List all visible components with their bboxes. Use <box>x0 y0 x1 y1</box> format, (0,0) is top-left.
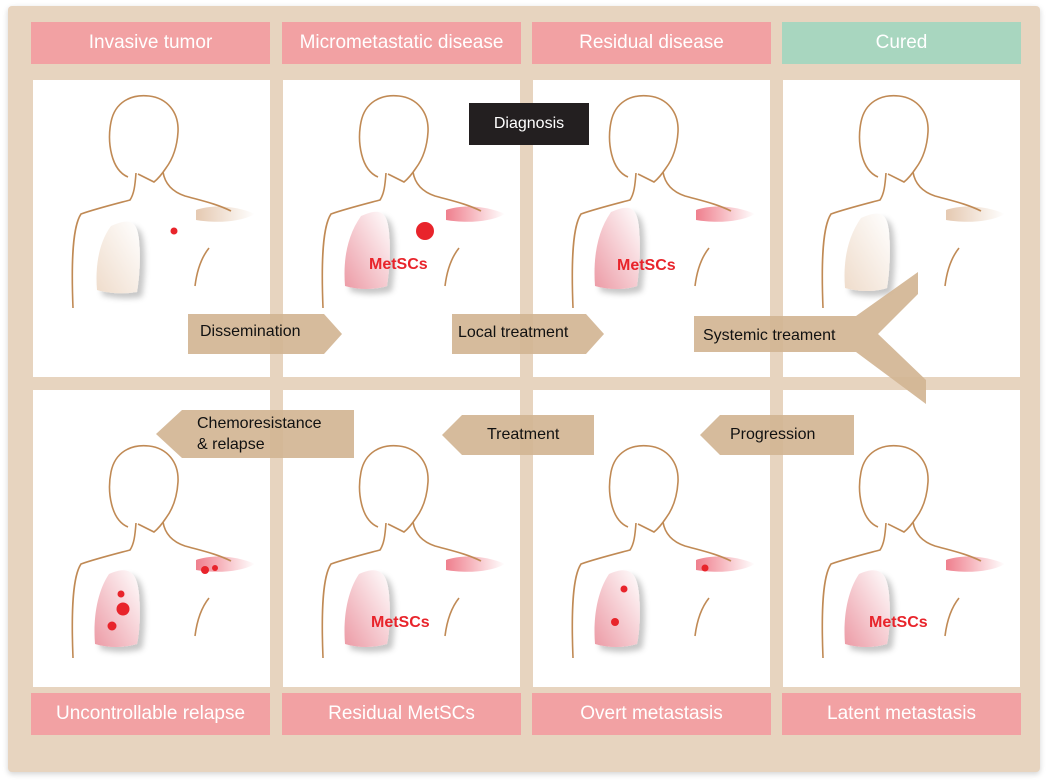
chemoresistance-label-line2: & relapse <box>197 436 265 453</box>
local-treatment-label: Local treatment <box>458 324 569 341</box>
bone <box>696 206 755 222</box>
stage-label-cured: Cured <box>782 22 1021 64</box>
body-figure <box>821 94 1005 309</box>
primary-tumor <box>416 222 434 240</box>
metastasis-lesion <box>620 585 628 593</box>
metastasis-lesion <box>117 590 125 598</box>
bone <box>196 206 255 222</box>
lung <box>594 570 640 647</box>
lung <box>344 570 390 647</box>
lung <box>344 211 390 289</box>
bone <box>946 556 1005 572</box>
systemic-treatment-label: Systemic treament <box>703 327 836 344</box>
stage-label-uncontrollable-relapse: Uncontrollable relapse <box>31 693 270 735</box>
stage-label-residual-disease: Residual disease <box>532 22 771 64</box>
body-figure: MetSCs <box>571 94 755 309</box>
bone <box>446 556 505 572</box>
metscs-label: MetSCs <box>869 614 928 631</box>
stage-label-residual-metscs: Residual MetSCs <box>282 693 521 735</box>
lung <box>594 207 640 289</box>
panel-residual-metscs: MetSCs <box>283 390 520 687</box>
lung <box>844 213 890 291</box>
chemoresistance-label-line1: Chemoresistance <box>197 415 322 432</box>
metscs-label: MetSCs <box>369 256 428 273</box>
bone <box>196 556 255 572</box>
bone <box>696 556 755 572</box>
body-figure: MetSCs <box>321 444 505 659</box>
bone-lesion <box>201 566 209 574</box>
body-figure <box>71 444 255 659</box>
diagnosis-box: Diagnosis <box>469 103 589 145</box>
dissemination-label: Dissemination <box>200 323 301 340</box>
metastasis-lesion <box>611 618 619 626</box>
stage-label-micrometastatic-disease: Micrometastatic disease <box>282 22 521 64</box>
lung <box>96 221 140 294</box>
metscs-label: MetSCs <box>617 257 676 274</box>
stage-label-latent-metastasis: Latent metastasis <box>782 693 1021 735</box>
body-figure <box>571 444 755 659</box>
body-figure: MetSCs <box>821 444 1005 659</box>
bone-lesion <box>701 564 709 572</box>
bone-lesion <box>212 565 218 571</box>
stage-label-overt-metastasis: Overt metastasis <box>532 693 771 735</box>
treatment-label: Treatment <box>487 426 560 443</box>
primary-tumor <box>170 227 178 235</box>
metastasis-lesion <box>116 602 130 616</box>
stage-label-invasive-tumor: Invasive tumor <box>31 22 270 64</box>
body-figure: MetSCs <box>321 94 505 309</box>
body-figure <box>71 94 255 309</box>
panel-latent-metastasis: MetSCs <box>783 390 1020 687</box>
bone <box>446 206 505 222</box>
progression-label: Progression <box>730 426 816 443</box>
metastasis-lesion <box>107 621 117 631</box>
bone <box>946 206 1005 222</box>
metscs-label: MetSCs <box>371 614 430 631</box>
lung <box>844 570 890 647</box>
